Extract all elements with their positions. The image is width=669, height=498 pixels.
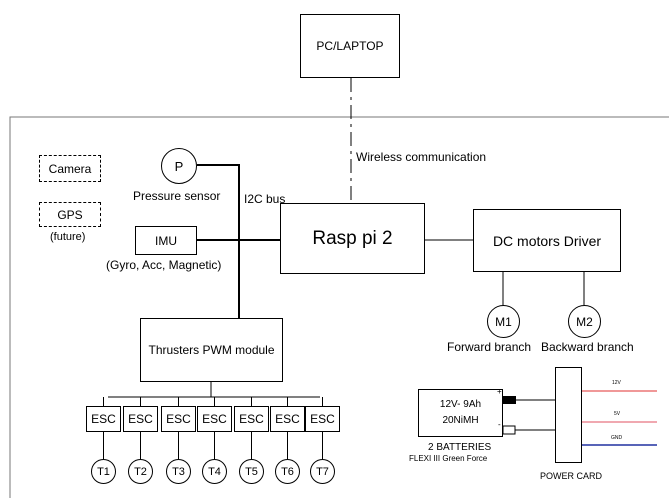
esc-label: ESC [239, 412, 264, 426]
esc-label: ESC [310, 412, 335, 426]
esc-box: ESC [197, 406, 232, 432]
m1-label: Forward branch [447, 340, 532, 354]
esc-label: ESC [202, 412, 227, 426]
future-label: (future) [50, 231, 86, 243]
motor-m2-icon: M2 [568, 305, 601, 338]
dc-driver-box: DC motors Driver [473, 209, 621, 272]
battery-minus-terminal [502, 425, 516, 435]
thruster-label: T2 [134, 465, 147, 478]
thruster-icon: T2 [128, 459, 153, 484]
battery-spec-2: 20NiMH [442, 415, 479, 426]
battery-minus-label: - [498, 420, 501, 429]
thruster-icon: T7 [310, 459, 335, 484]
rail-5v-label: 5V [614, 411, 621, 417]
m2-symbol: M2 [576, 314, 593, 329]
system-frame [9, 116, 669, 498]
m1-symbol: M1 [495, 314, 512, 329]
pressure-label: Pressure sensor [133, 189, 221, 203]
battery-title: 2 BATTERIES [428, 442, 492, 453]
pressure-symbol: P [174, 158, 184, 174]
esc-drops [103, 397, 323, 406]
esc-box: ESC [86, 406, 121, 432]
rasp-label: Rasp pi 2 [312, 227, 393, 249]
rasp-pi-box: Rasp pi 2 [280, 203, 425, 274]
thrusters-pwm-box: Thrusters PWM module [140, 318, 283, 382]
esc-label: ESC [128, 412, 153, 426]
esc-box: ESC [123, 406, 158, 432]
m2-label: Backward branch [541, 340, 634, 354]
power-card-box [555, 367, 582, 463]
imu-sub-label: (Gyro, Acc, Magnetic) [106, 258, 222, 272]
rail-gnd-label: GND [611, 435, 623, 441]
thruster-label: T6 [281, 465, 294, 478]
thruster-label: T3 [172, 465, 185, 478]
thruster-icon: T5 [239, 459, 264, 484]
i2c-label: I2C bus [244, 192, 286, 206]
power-card-label: POWER CARD [540, 471, 603, 481]
i2c-bus-line [197, 164, 240, 320]
esc-box: ESC [305, 406, 340, 432]
thruster-icon: T1 [91, 459, 116, 484]
esc-label: ESC [166, 412, 191, 426]
motor-m1-icon: M1 [487, 305, 520, 338]
battery-spec-1: 12V- 9Ah [439, 399, 482, 410]
thruster-label: T5 [245, 465, 258, 478]
thruster-drops [103, 432, 323, 459]
esc-box: ESC [270, 406, 305, 432]
gps-label: GPS [57, 207, 83, 222]
thrusters-label: Thrusters PWM module [148, 343, 275, 357]
thruster-icon: T6 [275, 459, 300, 484]
imu-box: IMU [135, 226, 197, 255]
thruster-label: T4 [208, 465, 221, 478]
battery-plus-terminal [503, 396, 516, 404]
battery-plus-label: + [497, 387, 502, 396]
rail-12v-label: 12V [612, 380, 621, 386]
pc-laptop-box: PC/LAPTOP [300, 14, 400, 78]
pressure-sensor-icon: P [161, 148, 197, 184]
thruster-icon: T4 [202, 459, 227, 484]
thruster-label: T1 [97, 465, 110, 478]
battery-subtitle: FLEXI III Green Force [409, 454, 488, 463]
dc-driver-label: DC motors Driver [492, 232, 602, 249]
camera-label: Camera [48, 161, 92, 176]
pc-label: PC/LAPTOP [316, 39, 384, 53]
thruster-label: T7 [316, 465, 329, 478]
esc-box: ESC [234, 406, 269, 432]
battery-box: 12V- 9Ah 20NiMH [418, 389, 503, 437]
esc-label: ESC [275, 412, 300, 426]
wireless-label: Wireless communication [356, 150, 487, 164]
camera-box: Camera [39, 155, 101, 182]
esc-box: ESC [161, 406, 196, 432]
thruster-icon: T3 [166, 459, 191, 484]
gps-box: GPS [39, 202, 101, 227]
esc-label: ESC [91, 412, 116, 426]
imu-label: IMU [155, 233, 177, 248]
